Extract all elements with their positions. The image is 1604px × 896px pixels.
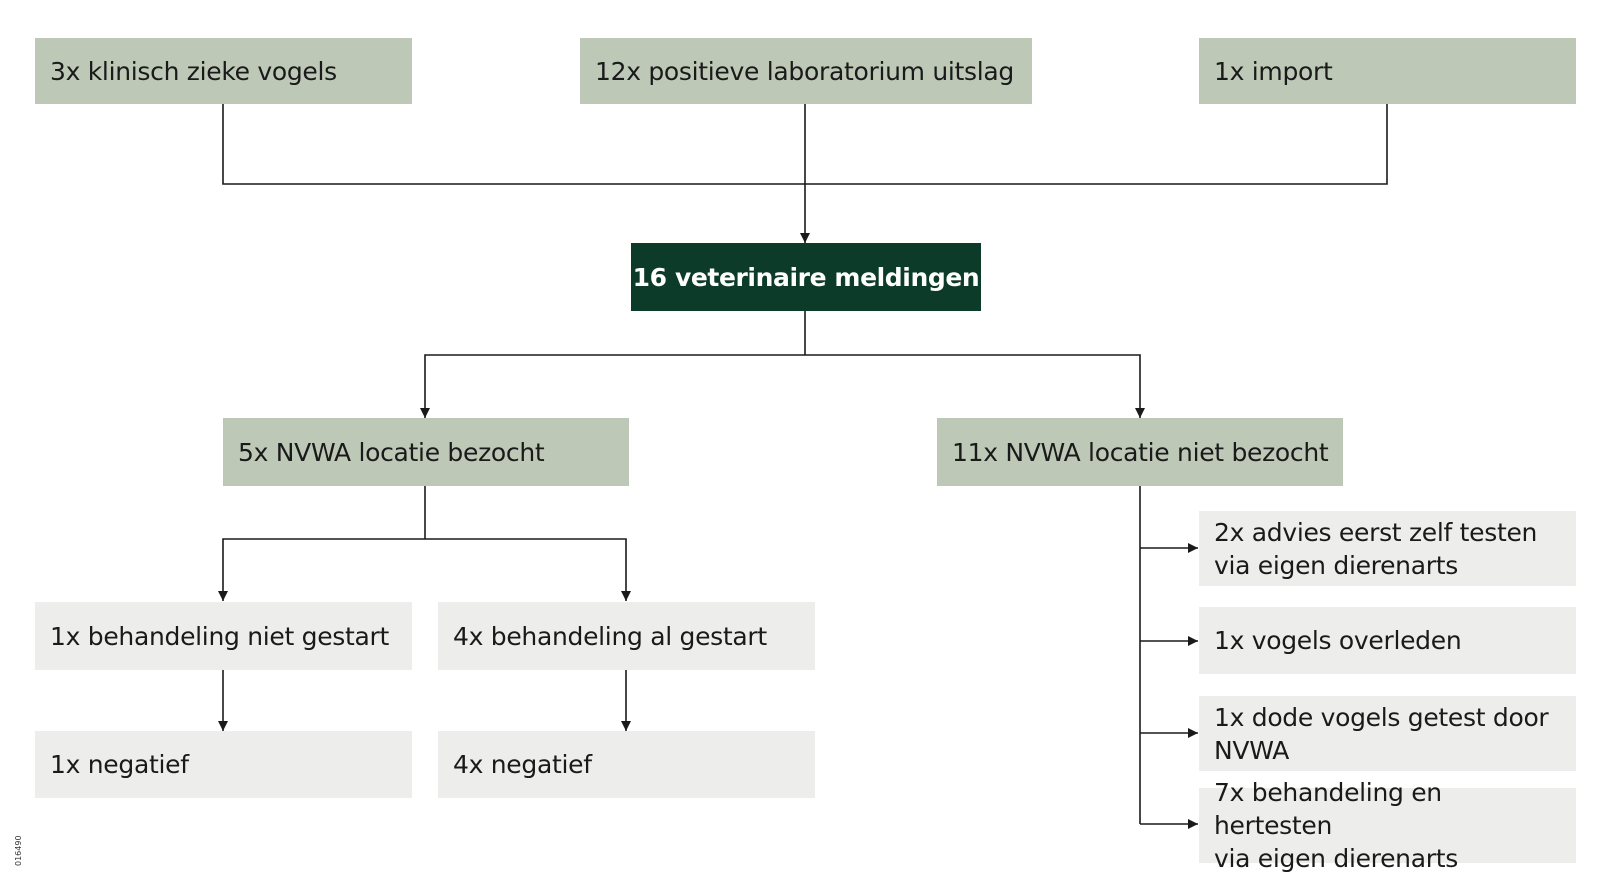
source-laboratory-label: 12x positieve laboratorium uitslag [595, 56, 1014, 86]
outcome-dead-birds-tested-label: 1x dode vogels getest door NVWA [1214, 702, 1549, 765]
treatment-already-started-label: 4x behandeling al gestart [453, 621, 767, 651]
outcome-birds-died-box: 1x vogels overleden [1199, 607, 1576, 674]
visited-box: 5x NVWA locatie bezocht [223, 418, 629, 486]
outcome-self-test-label: 2x advies eerst zelf testen via eigen di… [1214, 517, 1538, 580]
not-started-result-label: 1x negatief [50, 750, 189, 779]
source-laboratory-box: 12x positieve laboratorium uitslag [580, 38, 1032, 104]
outcome-birds-died-label: 1x vogels overleden [1214, 626, 1462, 655]
connector-import [805, 104, 1388, 185]
connector-to-not-started [218, 538, 425, 601]
connector-to-already-started [425, 538, 631, 601]
outcome-treatment-retest-box: 7x behandeling en hertesten via eigen di… [1199, 778, 1576, 873]
source-clinical-label: 3x klinisch zieke vogels [50, 56, 337, 86]
treatment-not-started-label: 1x behandeling niet gestart [50, 621, 390, 651]
connector-to-visited [420, 354, 805, 418]
source-import-label: 1x import [1214, 56, 1333, 86]
main-reports-label: 16 veterinaire meldingen [632, 262, 980, 292]
treatment-not-started-box: 1x behandeling niet gestart [35, 602, 412, 670]
outcome-treatment-retest-label: 7x behandeling en hertesten via eigen di… [1214, 778, 1458, 873]
visited-label: 5x NVWA locatie bezocht [238, 437, 545, 467]
connector-to-not-visited [805, 354, 1145, 418]
treatment-already-started-box: 4x behandeling al gestart [438, 602, 815, 670]
outcome-dead-birds-tested-box: 1x dode vogels getest door NVWA [1199, 696, 1576, 771]
main-reports-box: 16 veterinaire meldingen [631, 243, 981, 311]
not-started-result-box: 1x negatief [35, 731, 412, 798]
already-started-result-label: 4x negatief [453, 750, 592, 779]
not-visited-label: 11x NVWA locatie niet bezocht [952, 437, 1329, 467]
outcome-self-test-box: 2x advies eerst zelf testen via eigen di… [1199, 511, 1576, 586]
figure-code: 016490 [14, 835, 23, 866]
already-started-result-box: 4x negatief [438, 731, 815, 798]
source-clinical-box: 3x klinisch zieke vogels [35, 38, 412, 104]
not-visited-box: 11x NVWA locatie niet bezocht [937, 418, 1343, 486]
source-import-box: 1x import [1199, 38, 1576, 104]
connector-clinical [222, 104, 805, 185]
